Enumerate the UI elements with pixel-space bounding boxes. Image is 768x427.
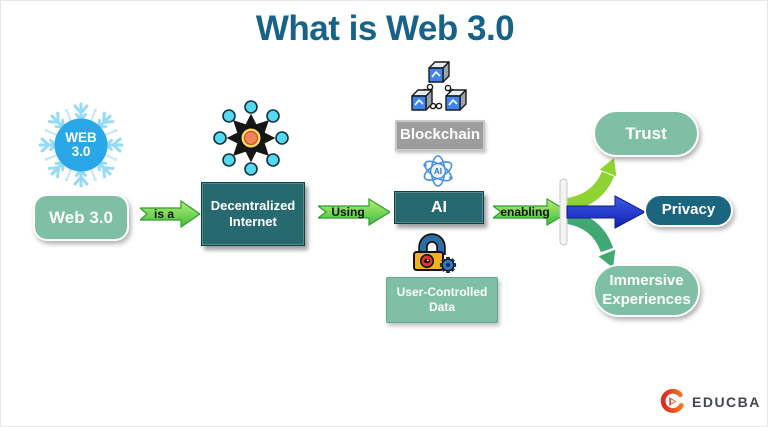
ai-atom-icon: AI: [423, 155, 453, 187]
node-privacy: Privacy: [644, 194, 733, 227]
educba-logo-text: EDUCBA: [692, 393, 761, 410]
educba-logo: EDUCBA: [659, 388, 761, 415]
node-decentralized-internet-label: Decentralized Internet: [210, 197, 296, 229]
blockchain-cubes-icon: [411, 61, 467, 111]
node-immersive-experiences-label: Immersive Experiences: [602, 271, 691, 308]
connector-using-label: Using: [331, 205, 365, 219]
lock-gear-icon: [413, 233, 457, 273]
label-blockchain: Blockchain: [395, 120, 485, 151]
decentralized-network-icon: [213, 100, 289, 176]
node-immersive-experiences: Immersive Experiences: [593, 264, 700, 317]
connector-enabling: enabling: [493, 198, 569, 226]
connector-is-a-label: is a: [153, 207, 174, 221]
educba-logo-icon: [660, 388, 684, 413]
connector-using: Using: [318, 198, 390, 226]
node-ai-label: AI: [431, 198, 447, 216]
green-arrow-icon: [318, 198, 390, 226]
node-web3-label: Web 3.0: [49, 207, 113, 227]
page-title: What is Web 3.0: [255, 9, 515, 48]
node-privacy-label: Privacy: [661, 201, 716, 219]
node-ai: AI: [394, 191, 484, 224]
web30-badge-line1: WEB: [65, 130, 97, 145]
connector-is-a: is a: [140, 200, 200, 228]
green-arrow-icon: [493, 198, 569, 226]
web30-snowflake-icon: WEB 3.0: [38, 102, 124, 188]
node-trust: Trust: [593, 110, 699, 157]
label-blockchain-text: Blockchain: [399, 126, 481, 144]
ai-atom-label: AI: [434, 167, 442, 176]
node-user-controlled-data-label: User-Controlled Data: [396, 285, 488, 314]
node-web3: Web 3.0: [33, 194, 129, 241]
web30-badge-line2: 3.0: [72, 144, 91, 159]
branch-arrows-icon: [559, 158, 647, 268]
node-decentralized-internet: Decentralized Internet: [201, 182, 305, 246]
node-user-controlled-data: User-Controlled Data: [386, 277, 498, 323]
node-trust-label: Trust: [625, 123, 667, 143]
green-arrow-icon: [140, 200, 200, 228]
connector-enabling-label: enabling: [500, 205, 550, 219]
